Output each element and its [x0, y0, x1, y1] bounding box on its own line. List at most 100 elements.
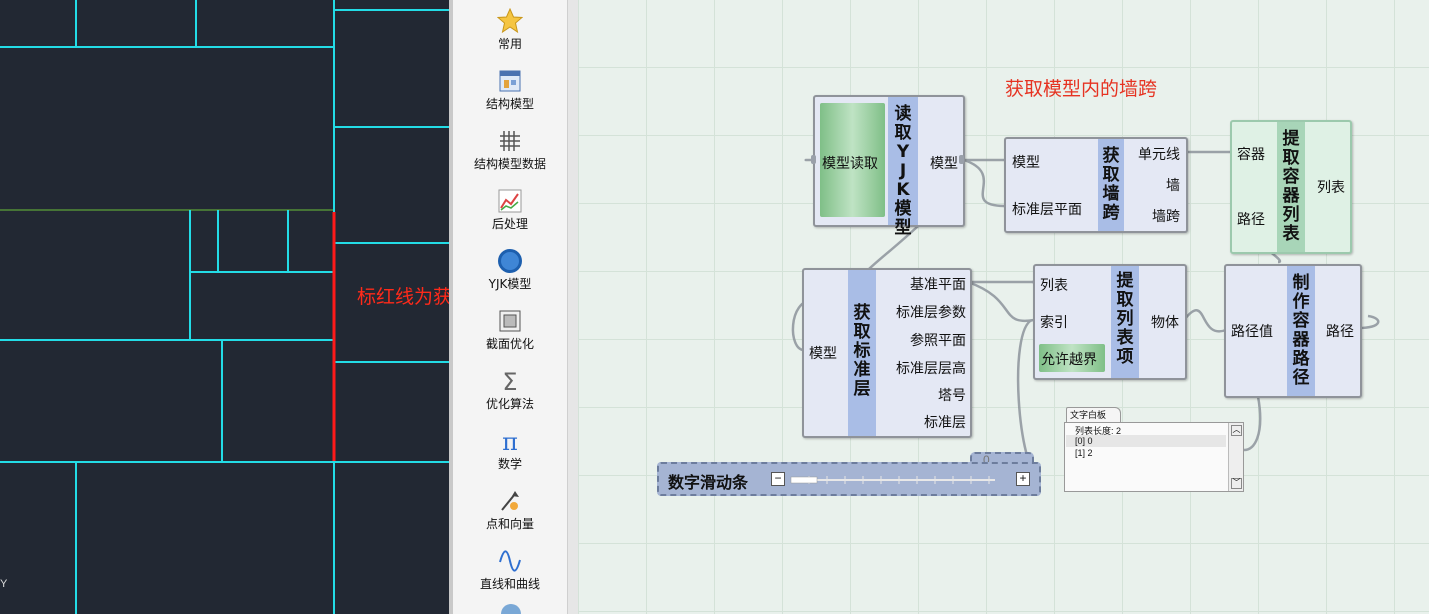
grid-data-icon [500, 131, 520, 151]
toolbar-item-label: 点和向量 [485, 517, 534, 531]
scroll-up-icon[interactable]: ︿ [1231, 425, 1242, 436]
partial-next-icon [501, 604, 521, 614]
slider-label: 数字滑动条 [668, 473, 749, 492]
svg-text:Σ: Σ [502, 368, 517, 394]
output-ref-plane[interactable]: 参照平面 [910, 333, 966, 349]
toolbar-item-common[interactable]: 常用 [453, 4, 567, 64]
component-title: 获取标准层 [853, 303, 871, 399]
input-index[interactable]: 索引 [1040, 315, 1068, 331]
panel-line: 列表长度: 2 [1075, 426, 1122, 436]
building-model-icon [499, 70, 521, 92]
component-title: 提取容器列表 [1282, 129, 1300, 244]
chart-post-icon [498, 189, 522, 213]
toolbar-item-label: 结构模型 [485, 97, 534, 111]
slider-handle [790, 476, 818, 484]
canvas-title: 获取模型内的墙跨 [1005, 78, 1158, 100]
toolbar-item-label: 结构模型数据 [473, 157, 546, 171]
section-optimize-icon [499, 310, 521, 332]
output-wall[interactable]: 墙 [1166, 178, 1180, 194]
cad-annotation: 标红线为获取到的墙跨 [357, 286, 449, 308]
component-title: 提取列表项 [1116, 271, 1134, 367]
component-toolbar: 常用 结构模型 结构模型数据 后处理 YJK模型 [453, 0, 567, 614]
get-wall-span-component[interactable]: 模型 标准层平面 获取墙跨 单元线 墙 墙跨 [1004, 137, 1188, 233]
slider-decrement-button[interactable]: − [771, 472, 785, 486]
toolbar-item-structure-model-data[interactable]: 结构模型数据 [453, 124, 567, 184]
output-grip[interactable] [959, 155, 964, 164]
output-path[interactable]: 路径 [1326, 324, 1354, 340]
allow-out-of-bounds-toggle[interactable]: 允许越界 [1041, 352, 1097, 368]
toolbar-item-label: 数学 [497, 457, 522, 471]
component-title-strip: 提取列表项 [1111, 266, 1139, 378]
toolbar-item-label: 优化算法 [485, 397, 534, 411]
yjk-logo-icon [498, 249, 522, 273]
text-panel[interactable]: 文字白板 列表长度: 2 [0] 0 [1] 2 ︿ ﹀ [1064, 407, 1244, 492]
svg-text:π: π [502, 428, 518, 454]
component-title: 制作容器路径 [1292, 273, 1310, 388]
axis-letter: Y [0, 578, 8, 590]
output-base-plane[interactable]: 基准平面 [910, 277, 966, 293]
input-container[interactable]: 容器 [1237, 147, 1265, 163]
toolbar-item-postprocess[interactable]: 后处理 [453, 184, 567, 244]
toolbar-item-label: 常用 [497, 37, 522, 51]
panel-body: 列表长度: 2 [0] 0 [1] 2 ︿ ﹀ [1064, 422, 1244, 492]
component-title-strip: 制作容器路径 [1287, 266, 1315, 396]
input-path[interactable]: 路径 [1237, 212, 1265, 228]
component-title: 获取墙跨 [1102, 146, 1120, 223]
input-path-value[interactable]: 路径值 [1231, 324, 1273, 340]
toolbar-item-label: 截面优化 [485, 337, 534, 351]
component-title-strip: 获取墙跨 [1098, 139, 1124, 231]
model-read-button-bg [820, 103, 885, 217]
allow-out-of-bounds-toggle-bg [1039, 344, 1105, 372]
toolbar-item-optimize-algorithm[interactable]: Σ 优化算法 [453, 364, 567, 424]
input-model[interactable]: 模型 [1012, 155, 1040, 171]
toolbar-item-line-curve[interactable]: 直线和曲线 [453, 544, 567, 604]
panel-line: [0] 0 [1075, 436, 1093, 446]
panel-tab: 文字白板 [1066, 407, 1121, 422]
star-icon [497, 8, 523, 34]
slider-increment-button[interactable]: + [1016, 472, 1030, 486]
toolbar-item-label: 后处理 [491, 217, 528, 231]
component-title: 读取YJK模型 [894, 104, 912, 238]
input-std-floor-plane[interactable]: 标准层平面 [1012, 202, 1082, 218]
toolbar-item-section-optimize[interactable]: 截面优化 [453, 304, 567, 364]
scroll-down-icon[interactable]: ﹀ [1231, 478, 1242, 489]
output-tower-number[interactable]: 塔号 [938, 388, 966, 404]
node-canvas[interactable]: 获取模型内的墙跨 模型读取 读取YJK模型 模型 模型 标准层平面 获取墙跨 单… [578, 0, 1429, 614]
model-read-input[interactable]: 模型读取 [822, 156, 878, 172]
input-grip[interactable] [811, 155, 816, 164]
slider-track[interactable] [789, 472, 999, 488]
get-std-floor-component[interactable]: 模型 获取标准层 基准平面 标准层参数 参照平面 标准层层高 塔号 标准层 [802, 268, 972, 438]
panel-line: [1] 2 [1075, 448, 1093, 458]
component-title-strip: 获取标准层 [848, 270, 876, 436]
axis-indicator: Y [0, 578, 12, 614]
read-yjk-model-component[interactable]: 模型读取 读取YJK模型 模型 [811, 95, 965, 238]
output-unit-line[interactable]: 单元线 [1138, 147, 1180, 163]
output-model[interactable]: 模型 [930, 156, 958, 172]
output-wall-span[interactable]: 墙跨 [1152, 209, 1180, 225]
output-list[interactable]: 列表 [1317, 180, 1345, 196]
toolbar-item-yjk-model[interactable]: YJK模型 [453, 244, 567, 304]
output-std-floor-params[interactable]: 标准层参数 [896, 305, 966, 321]
component-title-strip: 提取容器列表 [1277, 122, 1305, 252]
component-title-strip: 读取YJK模型 [888, 97, 918, 238]
input-list[interactable]: 列表 [1040, 278, 1068, 294]
make-container-path-component[interactable]: 路径值 制作容器路径 路径 [1224, 264, 1362, 398]
output-std-floor-height[interactable]: 标准层层高 [896, 361, 966, 377]
cad-drawing [0, 0, 449, 614]
sigma-icon: Σ [502, 368, 517, 394]
input-model[interactable]: 模型 [809, 346, 837, 362]
toolbar-item-label: 直线和曲线 [479, 577, 540, 591]
extract-container-list-component[interactable]: 容器 路径 提取容器列表 列表 [1230, 120, 1352, 254]
viewport-divider[interactable] [449, 0, 453, 614]
output-object[interactable]: 物体 [1151, 315, 1179, 331]
toolbar-item-structure-model[interactable]: 结构模型 [453, 64, 567, 124]
panel-scrollbar[interactable]: ︿ ﹀ [1228, 423, 1243, 491]
toolbar-item-label: YJK模型 [488, 277, 532, 291]
toolbar-item-math[interactable]: π 数学 [453, 424, 567, 484]
number-slider[interactable]: 0 数字滑动条 − + [657, 452, 1041, 496]
cad-viewport[interactable]: 标红线为获取到的墙跨 Y [0, 0, 449, 614]
output-std-floor[interactable]: 标准层 [924, 415, 966, 431]
extract-list-item-component[interactable]: 列表 索引 允许越界 提取列表项 物体 [1033, 264, 1187, 380]
toolbar-item-point-vector[interactable]: 点和向量 [453, 484, 567, 544]
curve-icon [499, 550, 521, 572]
